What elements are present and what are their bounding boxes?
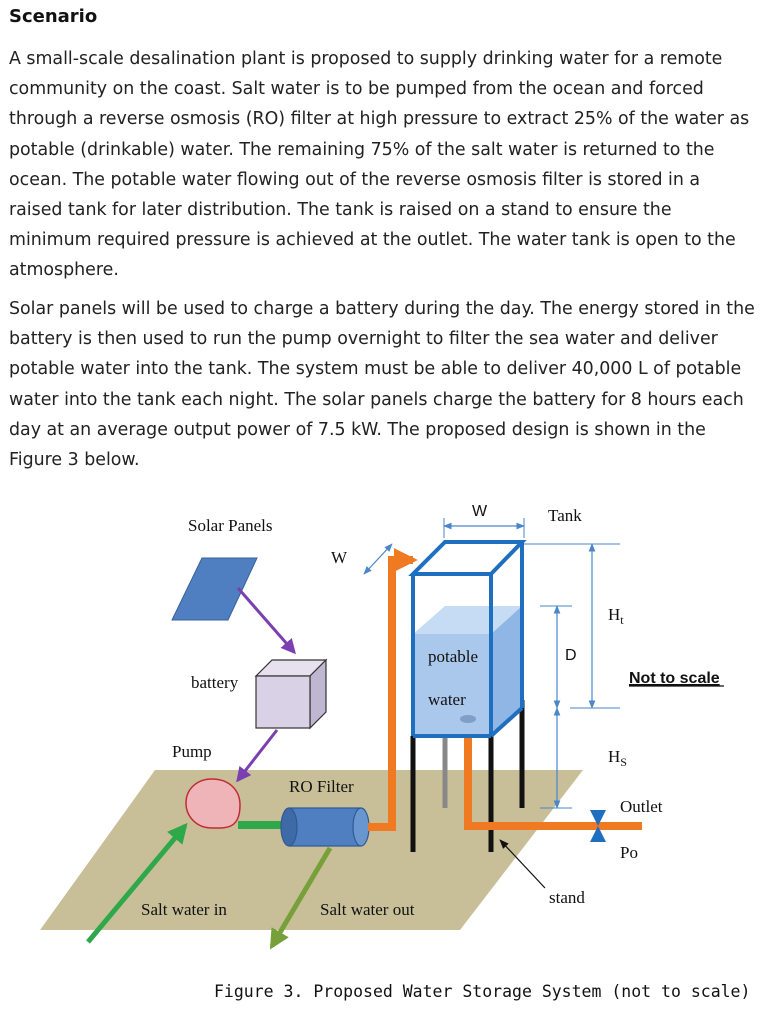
tank-label: Tank [548, 506, 582, 525]
ht-label: Ht [608, 605, 624, 627]
ground-plane [40, 770, 583, 930]
ro-filter [280, 807, 370, 847]
battery-to-pump-wire [236, 729, 279, 783]
scenario-paragraph-2: Solar panels will be used to charge a ba… [9, 299, 755, 471]
outlet-pipe [464, 730, 642, 830]
salt-water-in-arrow [86, 822, 188, 944]
outlet-label: Outlet [620, 797, 663, 816]
solar-panels-label: Solar Panels [188, 516, 273, 535]
water-label: water [428, 690, 466, 709]
stand-label: stand [549, 888, 585, 907]
d-label: D [565, 647, 577, 664]
battery-label: battery [191, 673, 239, 692]
w-top-label: W [472, 503, 488, 520]
outlet-valve [590, 810, 606, 842]
hs-label: HS [608, 747, 627, 769]
salt-water-out-arrow [269, 846, 333, 950]
not-to-scale-label: Not to scale [629, 670, 720, 687]
w-side-dimension [363, 543, 393, 575]
pump-to-filter-pipe [238, 821, 282, 829]
po-label: Po [620, 843, 638, 862]
battery-box [254, 658, 328, 730]
pump-body [185, 778, 241, 829]
w-side-label: W [331, 548, 348, 567]
scenario-paragraph-1: A small-scale desalination plant is prop… [9, 49, 750, 281]
figure-caption: Figure 3. Proposed Water Storage System … [214, 982, 751, 1001]
panel-to-battery-wire [236, 587, 296, 655]
tank [408, 540, 527, 738]
salt-water-in-label: Salt water in [141, 900, 227, 919]
stand-pointer [499, 839, 546, 889]
solar-panel [171, 557, 258, 621]
potable-pipe-to-tank [368, 548, 418, 831]
ro-filter-label: RO Filter [289, 777, 354, 796]
salt-water-out-label: Salt water out [320, 900, 415, 919]
pump-label: Pump [172, 742, 212, 761]
scenario-heading: Scenario [9, 6, 98, 27]
potable-label: potable [428, 647, 478, 666]
